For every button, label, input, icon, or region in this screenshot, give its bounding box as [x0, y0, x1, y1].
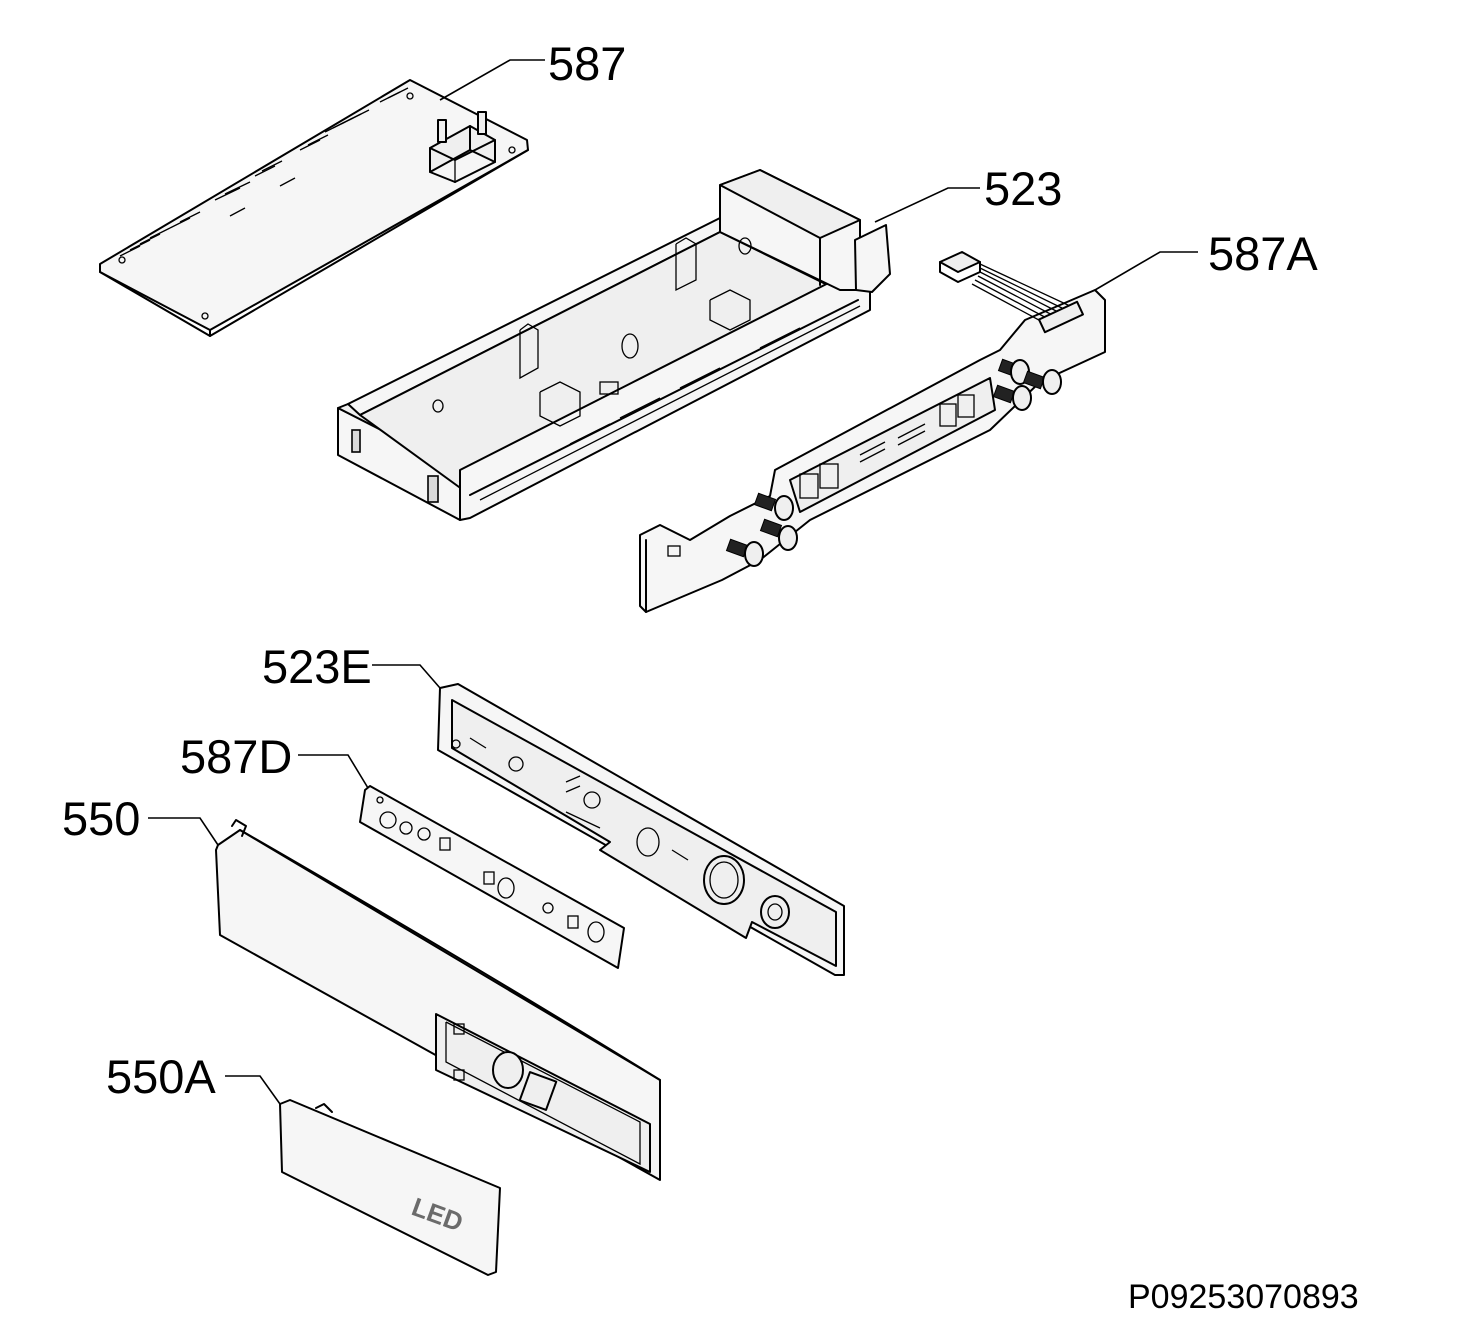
leader-587D	[298, 754, 369, 789]
part-550-front-panel	[215, 819, 661, 1181]
label-523: 523	[984, 162, 1062, 215]
part-550A-led-cover: LED	[279, 1099, 501, 1276]
leader-523E	[372, 664, 441, 689]
part-587-control-board	[99, 79, 529, 337]
part-523E-frame	[437, 683, 845, 976]
part-587A-display-board	[639, 251, 1106, 613]
leader-587A	[1094, 251, 1198, 291]
part-587D-small-board	[359, 785, 625, 969]
leader-550A	[225, 1075, 281, 1105]
label-550A: 550A	[106, 1050, 216, 1103]
label-523E: 523E	[262, 640, 372, 693]
leader-550	[148, 817, 219, 846]
label-550: 550	[62, 792, 140, 845]
label-587D: 587D	[180, 730, 292, 783]
leader-523	[874, 187, 980, 223]
reference-code: P09253070893	[1128, 1278, 1359, 1316]
label-587: 587	[548, 37, 626, 90]
leader-587	[439, 59, 545, 101]
part-523-housing	[337, 169, 891, 521]
leader-lines	[148, 59, 1198, 1105]
label-587A: 587A	[1208, 227, 1318, 280]
